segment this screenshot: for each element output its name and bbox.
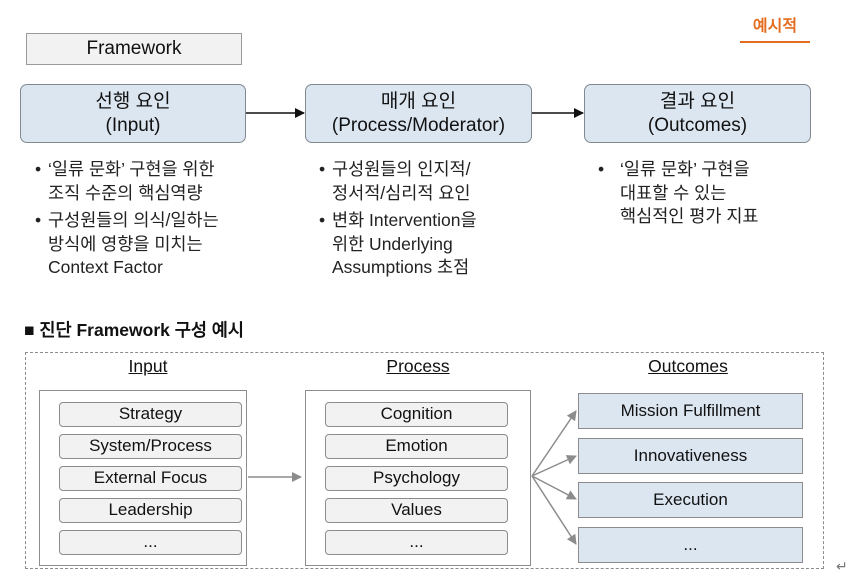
input-item-leadership: Leadership <box>59 498 242 523</box>
outcome-innovativeness: Innovativeness <box>578 438 803 474</box>
column-header-input: Input <box>128 356 168 376</box>
framework-label: Framework <box>26 33 242 65</box>
column-header-outcomes: Outcomes <box>648 356 728 376</box>
stage-outcomes: 결과 요인 (Outcomes) <box>584 84 811 143</box>
stage-process: 매개 요인 (Process/Moderator) <box>305 84 532 143</box>
outcome-execution: Execution <box>578 482 803 518</box>
stage-process-title: 매개 요인 <box>380 91 457 112</box>
process-item-emotion: Emotion <box>325 434 508 459</box>
arrow-fan-more <box>531 475 577 545</box>
arrow-fan-execution <box>531 475 577 500</box>
illustrative-badge: 예시적 <box>740 10 810 43</box>
arrow-fan-mission <box>531 410 577 477</box>
process-item-values: Values <box>325 498 508 523</box>
framework-example-container <box>25 352 824 569</box>
stage-process-subtitle: (Process/Moderator) <box>331 115 506 136</box>
input-item-system-process: System/Process <box>59 434 242 459</box>
list-item: • 구성원들의 인지적/ 정서적/심리적 요인 <box>319 159 471 203</box>
input-bullets: • ‘일류 문화’ 구현을 위한 조직 수준의 핵심역량 • 구성원들의 의식/… <box>35 158 275 284</box>
arrow-fan-innovativeness <box>531 455 577 477</box>
list-item: • 구성원들의 의식/일하는 방식에 영향을 미치는 Context Facto… <box>35 210 219 277</box>
stage-input: 선행 요인 (Input) <box>20 84 246 143</box>
input-item-strategy: Strategy <box>59 402 242 427</box>
process-item-cognition: Cognition <box>325 402 508 427</box>
outcome-mission-fulfillment: Mission Fulfillment <box>578 393 803 429</box>
input-panel: Strategy System/Process External Focus L… <box>39 390 247 566</box>
list-item: • ‘일류 문화’ 구현을 대표할 수 있는 핵심적인 평가 지표 <box>598 159 759 226</box>
stage-input-title: 선행 요인 <box>95 91 171 112</box>
section-title: ■ 진단 Framework 구성 예시 <box>24 320 244 340</box>
bullet-icon: • <box>319 159 326 179</box>
paragraph-return-icon: ↵ <box>836 558 848 574</box>
bullet-icon: • <box>35 159 42 179</box>
process-bullets: • 구성원들의 인지적/ 정서적/심리적 요인 • 변화 Interventio… <box>319 158 559 284</box>
column-header-process: Process <box>386 356 450 376</box>
bullet-icon: • <box>35 210 42 230</box>
outcomes-bullets: • ‘일류 문화’ 구현을 대표할 수 있는 핵심적인 평가 지표 <box>598 158 828 233</box>
stage-input-subtitle: (Input) <box>105 115 161 136</box>
process-panel: Cognition Emotion Psychology Values ... <box>305 390 531 566</box>
outcome-more: ... <box>578 527 803 563</box>
list-item: • 변화 Intervention을 위한 Underlying Assumpt… <box>319 210 477 277</box>
process-item-psychology: Psychology <box>325 466 508 491</box>
stage-outcomes-subtitle: (Outcomes) <box>647 115 748 136</box>
stage-outcomes-title: 결과 요인 <box>659 91 736 112</box>
bullet-icon: • <box>598 159 605 179</box>
input-item-external-focus: External Focus <box>59 466 242 491</box>
input-item-more: ... <box>59 530 242 555</box>
process-item-more: ... <box>325 530 508 555</box>
list-item: • ‘일류 문화’ 구현을 위한 조직 수준의 핵심역량 <box>35 159 215 203</box>
bullet-icon: • <box>319 210 326 230</box>
